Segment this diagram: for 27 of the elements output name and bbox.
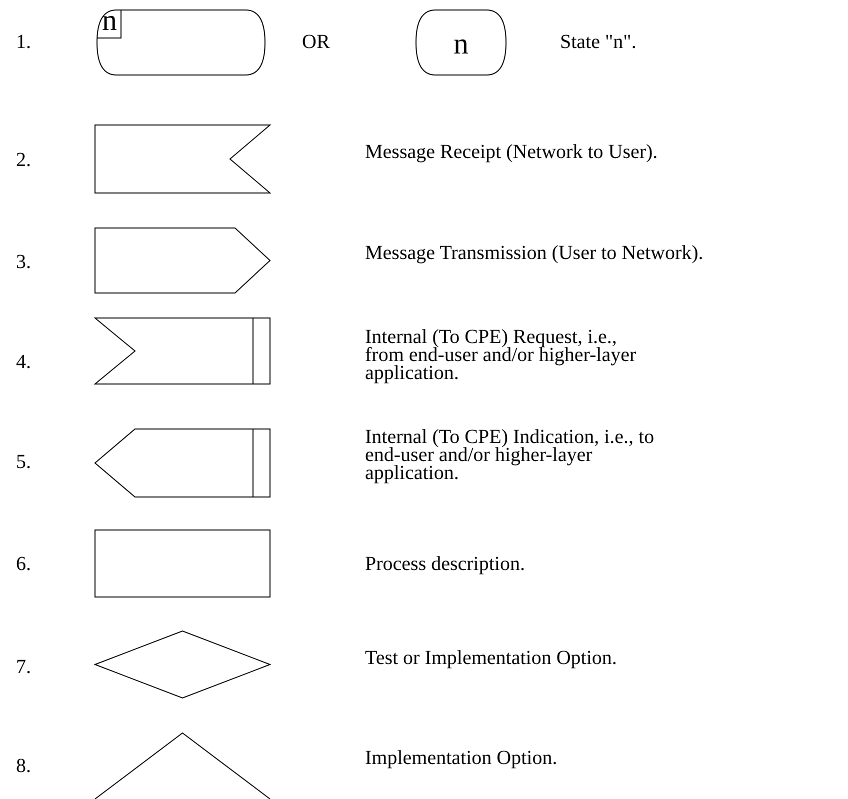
description-text: Implementation Option. <box>365 749 558 767</box>
state-symbol <box>416 10 506 75</box>
decision-diamond <box>95 631 270 698</box>
description-text: Message Transmission (User to Network). <box>365 244 704 262</box>
description-text: Process description. <box>365 555 525 573</box>
description-text: Test or Implementation Option. <box>365 649 617 667</box>
state-symbol <box>97 10 265 75</box>
item-number: 1. <box>16 33 31 51</box>
description-text: Internal (To CPE) Request, i.e., from end-user and/or higher-layer application. <box>365 328 638 382</box>
description-text: Internal (To CPE) Indication, i.e., to end-user and/or higher-layer application. <box>365 428 655 482</box>
item-number: 3. <box>16 253 31 271</box>
state-label: n <box>102 6 117 36</box>
internal-request-symbol <box>95 318 270 384</box>
item-number: 6. <box>16 555 31 573</box>
description-text: Message Receipt (Network to User). <box>365 143 658 161</box>
item-number: 2. <box>16 151 31 169</box>
item-number: 7. <box>16 658 31 676</box>
or-text: OR <box>302 33 330 51</box>
message-transmission-symbol <box>95 228 270 293</box>
item-number: 4. <box>16 353 31 371</box>
item-number: 8. <box>16 757 31 775</box>
state-label: n <box>454 29 468 59</box>
internal-indication-symbol <box>95 429 270 497</box>
description-text: State "n". <box>560 33 636 51</box>
message-receipt-symbol <box>95 125 270 193</box>
item-number: 5. <box>16 453 31 471</box>
process-box <box>95 530 270 597</box>
